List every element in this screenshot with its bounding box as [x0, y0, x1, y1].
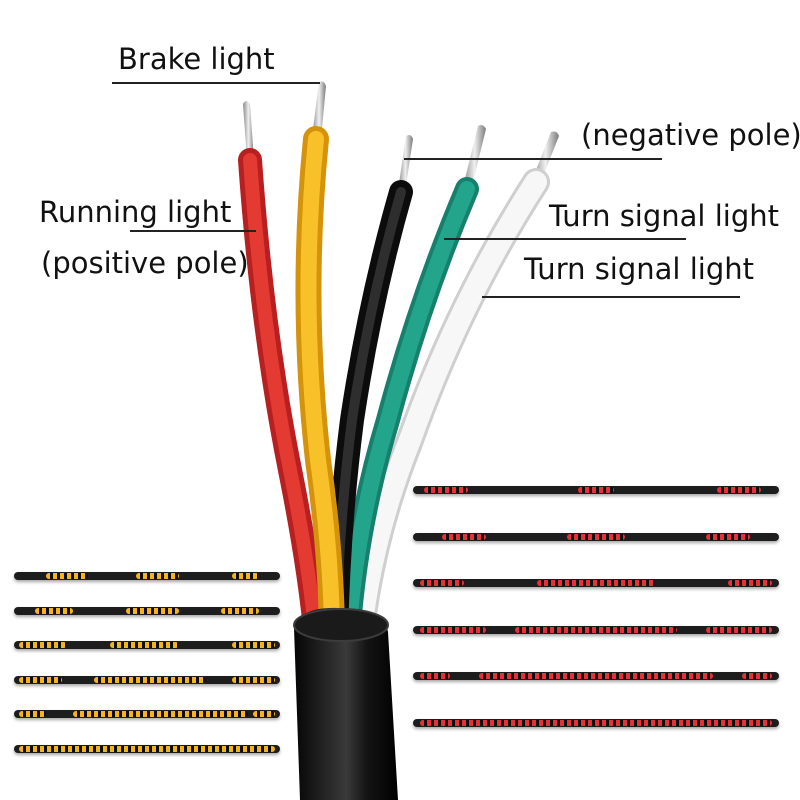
red-wire-face	[243, 153, 323, 647]
amber-strip-4	[14, 675, 280, 684]
red-strip-2	[413, 532, 779, 541]
running-light-leader	[130, 230, 256, 232]
yellow-wire-face	[300, 131, 340, 648]
turn-signal-leader-2	[482, 296, 740, 298]
brake-light-leader	[112, 82, 320, 84]
amber-strip-1	[14, 572, 280, 580]
negative-pole-leader	[404, 158, 662, 160]
amber-strip-lit-segment	[232, 676, 275, 683]
red-strip-1	[413, 486, 779, 494]
amber-strip-lit-segment	[19, 711, 46, 717]
brake-light-label: Brake light	[118, 42, 275, 76]
red-strip-lit-segment	[705, 533, 750, 540]
amber-strip-lit-segment	[109, 642, 179, 648]
yellow-wire-tip	[312, 81, 326, 139]
amber-strip-lit-segment	[221, 607, 259, 614]
amber-strip-lit-segment	[19, 745, 275, 752]
red-strip-lit-segment	[420, 580, 465, 586]
green-wire-face	[340, 181, 475, 648]
amber-strip-lit-segment	[19, 676, 62, 683]
turn-signal-label-1: Turn signal light	[549, 199, 779, 233]
amber-strip-lit-segment	[232, 642, 275, 648]
red-strip-lit-segment	[577, 487, 615, 493]
red-strip-lit-segment	[727, 580, 772, 586]
turn-signal-leader-1	[444, 238, 686, 240]
negative-pole-label: (negative pole)	[581, 118, 800, 152]
red-strip-lit-segment	[742, 673, 772, 679]
amber-strip-lit-segment	[253, 711, 275, 717]
red-strip-lit-segment	[423, 487, 468, 493]
red-wire-tip	[243, 101, 254, 160]
turn-signal-label-2: Turn signal light	[524, 252, 754, 286]
black-wire-tip	[398, 135, 413, 192]
red-strip-lit-segment	[566, 533, 626, 540]
amber-strip-lit-segment	[72, 711, 249, 717]
red-strip-lit-segment	[442, 533, 487, 540]
red-strip-lit-segment	[478, 673, 714, 679]
red-strip-lit-segment	[705, 626, 772, 633]
amber-strip-lit-segment	[93, 676, 206, 683]
amber-strip-lit-segment	[136, 573, 179, 579]
green-wire-tip	[463, 125, 486, 190]
amber-strip-2	[14, 606, 280, 615]
red-strip-lit-segment	[420, 719, 772, 726]
amber-strip-5	[14, 710, 280, 718]
red-strip-6	[413, 718, 779, 727]
red-strip-lit-segment	[515, 626, 677, 633]
cable-jacket	[294, 607, 398, 800]
red-strip-3	[413, 579, 779, 587]
running-light-label: Running light	[39, 195, 232, 229]
amber-strip-6	[14, 744, 280, 753]
red-strip-4	[413, 625, 779, 634]
amber-strip-lit-segment	[232, 573, 259, 579]
amber-strip-lit-segment	[45, 573, 89, 579]
white-wire-face	[349, 171, 547, 651]
amber-strip-3	[14, 641, 280, 649]
amber-strip-lit-segment	[19, 642, 68, 648]
red-strip-lit-segment	[420, 626, 487, 633]
red-strip-lit-segment	[716, 487, 761, 493]
positive-pole-label: (positive pole)	[41, 246, 249, 280]
red-strip-lit-segment	[420, 673, 450, 679]
red-strip-lit-segment	[537, 580, 655, 586]
red-strip-5	[413, 672, 779, 680]
amber-strip-lit-segment	[125, 607, 179, 614]
cable-jacket-rim	[293, 608, 389, 642]
amber-strip-lit-segment	[35, 607, 73, 614]
